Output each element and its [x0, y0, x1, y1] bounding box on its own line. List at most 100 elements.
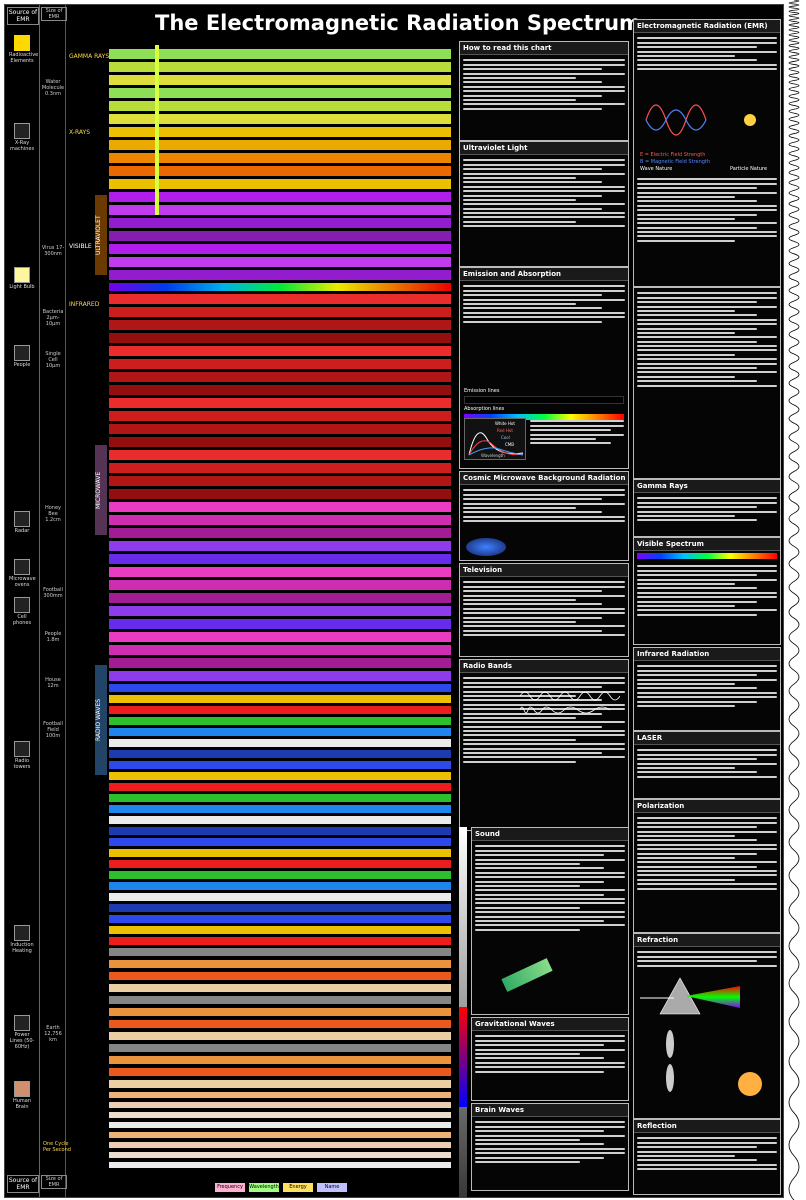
text-line [475, 854, 604, 857]
text-line [637, 821, 777, 824]
text-line [463, 493, 625, 496]
spectrum-poster: Source of EMR Radioactive Elements X-Ray… [4, 4, 784, 1198]
text-line [637, 510, 777, 513]
am-fm-waves-figure [520, 691, 620, 714]
text-line [637, 375, 735, 378]
text-line [637, 960, 758, 963]
spectrum-stripe [109, 1142, 451, 1148]
text-line [637, 830, 777, 833]
panel-heading: Electromagnetic Radiation (EMR) [634, 20, 780, 33]
panel-body [634, 1133, 780, 1175]
spectrum-stripe [109, 541, 451, 551]
spectrum-stripe [109, 114, 451, 124]
text-line [463, 703, 625, 706]
text-line [475, 928, 580, 931]
text-line [463, 311, 625, 314]
text-line [637, 380, 758, 383]
blackbody-text [530, 418, 624, 447]
spectrum-stripe [109, 593, 451, 603]
text-line [637, 591, 777, 594]
text-line [637, 665, 777, 668]
text-line [475, 1052, 580, 1055]
text-line [463, 511, 603, 514]
text-line [637, 704, 735, 707]
text-line [463, 603, 603, 606]
text-line [637, 878, 735, 881]
text-line [637, 856, 735, 859]
text-line [463, 316, 625, 319]
blackbody-white-hot-label: White Hot [495, 421, 515, 426]
brain-wave-color-strip [459, 1007, 467, 1107]
text-line [475, 924, 625, 927]
panel-heading: Infrared Radiation [634, 648, 780, 661]
microwave-oven-icon [14, 559, 30, 575]
text-line [637, 1168, 777, 1171]
text-line [637, 191, 777, 194]
size-item-honey-bee: Honey Bee 1.2cm [44, 505, 62, 523]
text-line [637, 301, 758, 304]
text-line [637, 1154, 735, 1157]
text-line [637, 964, 777, 967]
spectrum-stripe [109, 283, 451, 291]
emr-e-field-label: E = Electric Field Strength [640, 152, 706, 158]
spectrum-stripe [109, 1056, 451, 1064]
text-line [637, 296, 777, 299]
text-line [637, 569, 777, 572]
text-line [637, 582, 735, 585]
text-line [637, 955, 777, 958]
emr-particle-nature-label: Particle Nature [730, 166, 768, 172]
text-line [530, 442, 611, 445]
text-line [463, 699, 603, 702]
panel-emission-absorption: Emission and Absorption Emission lines A… [459, 267, 629, 469]
text-line [637, 874, 777, 877]
text-line [463, 760, 577, 763]
text-line [463, 515, 625, 518]
panel-body [460, 673, 628, 767]
band-label-microwave: MICROWAVE [95, 445, 107, 535]
panel-radio-bands: Radio Bands [459, 659, 629, 831]
text-line [637, 331, 735, 334]
spectrum-stripe [109, 860, 451, 868]
text-line [463, 107, 603, 110]
text-line [637, 349, 777, 352]
text-line [463, 712, 603, 715]
text-line [637, 204, 777, 207]
text-line [637, 1146, 758, 1149]
emr-wave-nature-label: Wave Nature [640, 166, 673, 172]
text-line [463, 72, 625, 75]
text-line [637, 951, 777, 954]
source-item-cell-phone: Cell phones [9, 597, 35, 626]
text-line [637, 305, 777, 308]
panel-heading: Ultraviolet Light [460, 142, 628, 155]
text-line [637, 41, 777, 44]
spectrum-stripe [109, 411, 451, 421]
text-line [463, 716, 577, 719]
spectrum-stripe [109, 750, 451, 758]
emission-lines-bar [464, 396, 624, 404]
text-line [637, 226, 758, 229]
text-line [637, 195, 735, 198]
blackbody-wavelength-label: Wavelength [481, 453, 505, 458]
legend-frequency: Frequency [215, 1183, 245, 1192]
text-line [463, 502, 625, 505]
source-item-microwave-oven: Microwave ovens [9, 559, 36, 588]
text-line [637, 239, 735, 242]
text-line [637, 578, 777, 581]
spectrum-stripe [109, 871, 451, 879]
text-line [475, 1125, 625, 1128]
source-item-brain: Human Brain [9, 1081, 35, 1110]
panel-heading: Sound [472, 828, 628, 841]
text-line [637, 54, 735, 57]
emr-b-field-label: B = Magnetic Field Strength [640, 159, 711, 165]
text-line [637, 217, 735, 220]
text-line [637, 753, 777, 756]
source-of-emr-column: Source of EMR Radioactive Elements X-Ray… [5, 5, 40, 1197]
panel-body [460, 155, 628, 232]
absorption-lines-bar [464, 414, 624, 420]
text-line [463, 307, 603, 310]
emr-text-lower [637, 176, 777, 244]
panel-infrared: Infrared Radiation [633, 647, 781, 731]
spectrum-stripe [109, 671, 451, 681]
size-of-emr-column: Size of EMR Water Molecule 0.3nm Virus 1… [41, 5, 67, 1197]
refraction-figures [640, 977, 762, 1096]
